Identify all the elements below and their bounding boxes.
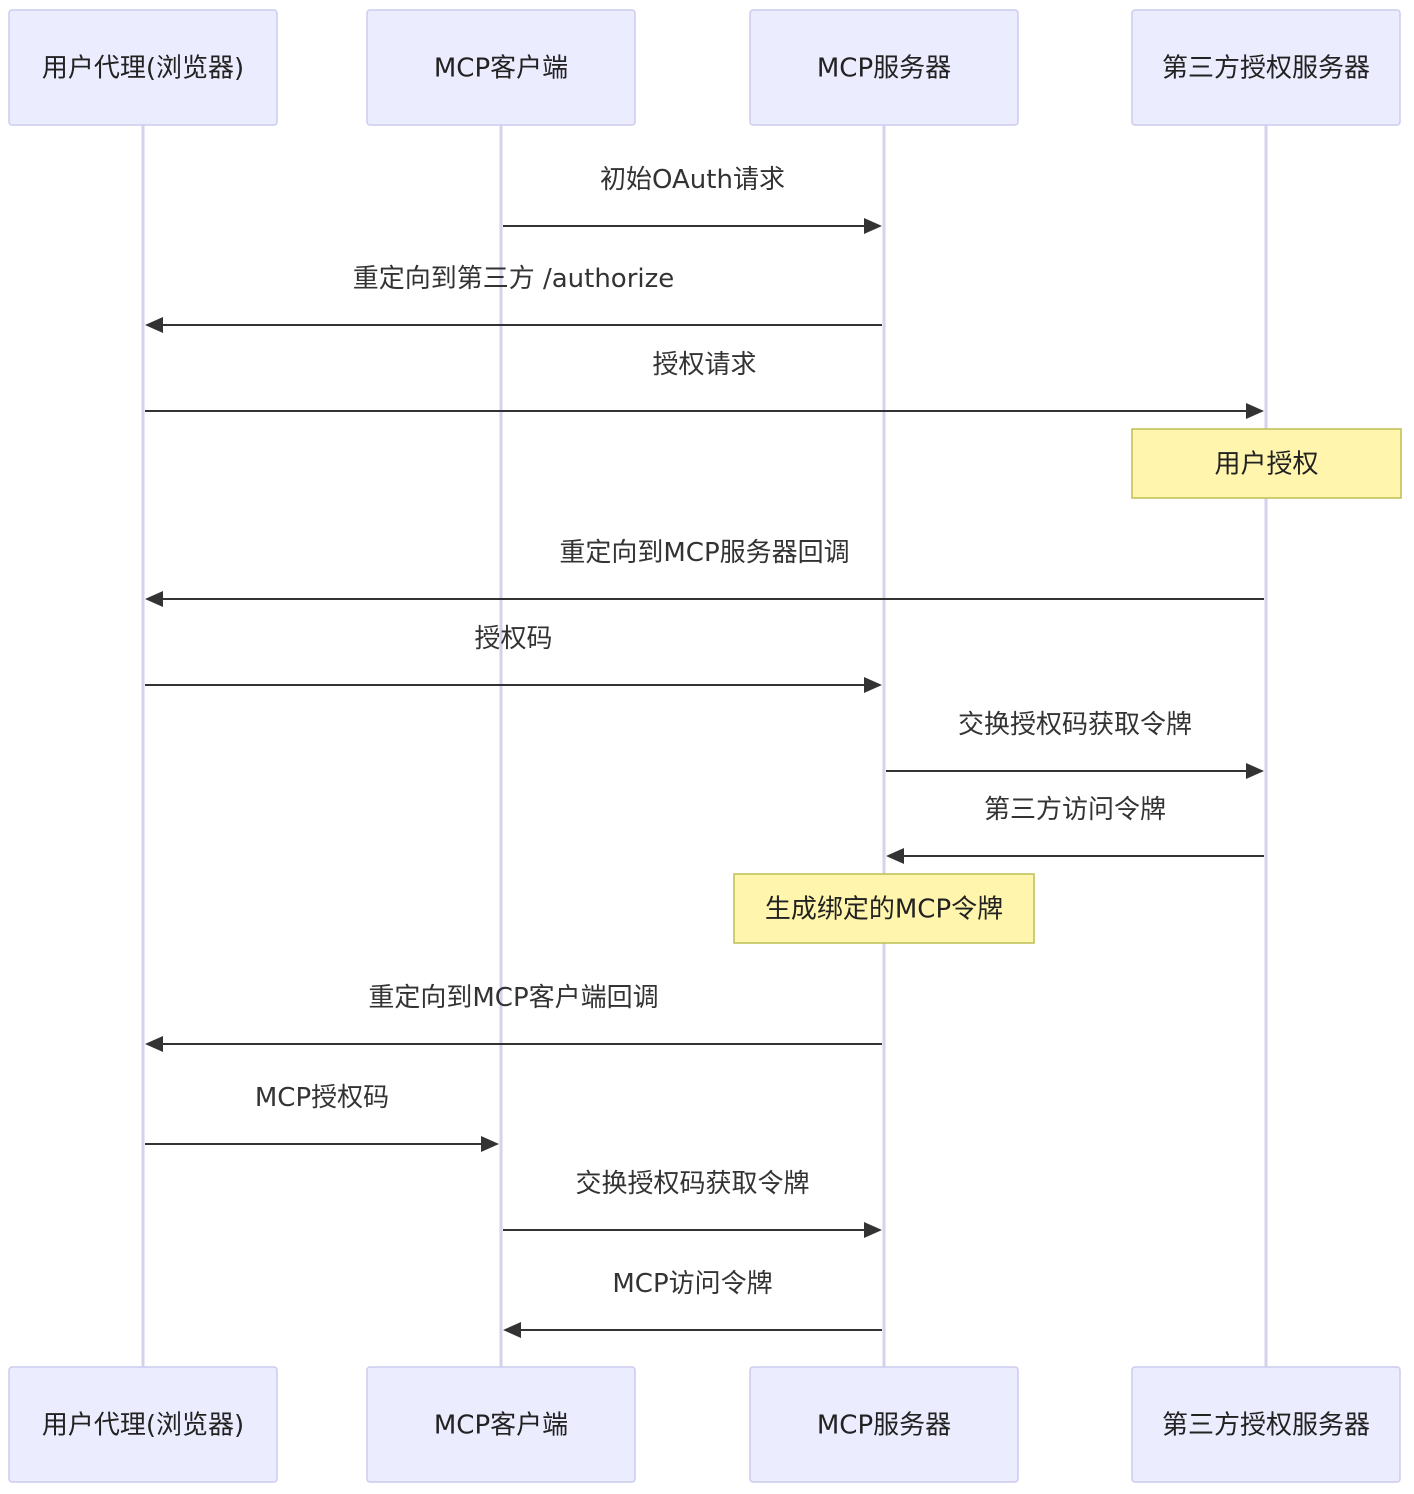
message-label: 重定向到MCP客户端回调 (368, 983, 658, 1013)
actor-label: MCP服务器 (817, 54, 951, 84)
message-label: 交换授权码获取令牌 (958, 710, 1192, 740)
actor-bottom-server: MCP服务器 (749, 1366, 1019, 1483)
note-auth: 用户授权 (1131, 428, 1402, 499)
actor-top-server: MCP服务器 (749, 9, 1019, 126)
message-arrow: MCP授权码 (145, 1083, 499, 1152)
actor-box (1131, 9, 1401, 126)
message-label: 授权请求 (652, 350, 756, 380)
message-arrow: MCP访问令牌 (503, 1269, 882, 1338)
actor-box (366, 9, 636, 126)
note-label: 用户授权 (1214, 450, 1318, 480)
arrowhead-icon (481, 1136, 499, 1152)
message-label: 重定向到MCP服务器回调 (559, 538, 849, 568)
arrowhead-icon (1246, 763, 1264, 779)
arrowhead-icon (1246, 403, 1264, 419)
actor-bottom-auth: 第三方授权服务器 (1131, 1366, 1401, 1483)
arrowhead-icon (145, 317, 163, 333)
message-arrow: 重定向到MCP客户端回调 (145, 983, 882, 1052)
message-label: 初始OAuth请求 (600, 165, 785, 195)
message-label: 重定向到第三方 /authorize (353, 264, 675, 294)
message-arrow: 交换授权码获取令牌 (503, 1169, 882, 1238)
arrowhead-icon (145, 591, 163, 607)
message-arrow: 交换授权码获取令牌 (886, 710, 1264, 779)
actor-label: 第三方授权服务器 (1162, 54, 1370, 84)
message-arrow: 重定向到MCP服务器回调 (145, 538, 1264, 607)
arrowhead-icon (145, 1036, 163, 1052)
message-label: MCP访问令牌 (612, 1269, 772, 1299)
message-arrow: 初始OAuth请求 (503, 165, 882, 234)
actor-label: 用户代理(浏览器) (42, 54, 244, 84)
actor-box (8, 1366, 278, 1483)
actor-box (749, 1366, 1019, 1483)
note-server: 生成绑定的MCP令牌 (733, 873, 1035, 944)
message-arrow: 重定向到第三方 /authorize (145, 264, 882, 333)
actor-top-client: MCP客户端 (366, 9, 636, 126)
message-arrow: 授权码 (145, 624, 882, 693)
actor-label: MCP客户端 (434, 1411, 568, 1441)
actor-box (749, 9, 1019, 126)
actor-box (366, 1366, 636, 1483)
actor-top-auth: 第三方授权服务器 (1131, 9, 1401, 126)
actor-box (8, 9, 278, 126)
actor-label: 第三方授权服务器 (1162, 1411, 1370, 1441)
actor-label: MCP服务器 (817, 1411, 951, 1441)
arrowhead-icon (864, 1222, 882, 1238)
actor-top-ua: 用户代理(浏览器) (8, 9, 278, 126)
arrowhead-icon (503, 1322, 521, 1338)
message-label: 第三方访问令牌 (984, 795, 1166, 825)
note-box (733, 873, 1035, 944)
note-box (1131, 428, 1402, 499)
message-arrow: 第三方访问令牌 (886, 795, 1264, 864)
arrowhead-icon (864, 677, 882, 693)
note-label: 生成绑定的MCP令牌 (765, 895, 1003, 925)
arrowhead-icon (864, 218, 882, 234)
actor-bottom-client: MCP客户端 (366, 1366, 636, 1483)
arrowhead-icon (886, 848, 904, 864)
message-label: 交换授权码获取令牌 (575, 1169, 809, 1199)
actor-bottom-ua: 用户代理(浏览器) (8, 1366, 278, 1483)
message-arrow: 授权请求 (145, 350, 1264, 419)
message-label: MCP授权码 (255, 1083, 389, 1113)
actor-box (1131, 1366, 1401, 1483)
message-label: 授权码 (474, 624, 552, 654)
actor-label: 用户代理(浏览器) (42, 1411, 244, 1441)
actor-label: MCP客户端 (434, 54, 568, 84)
